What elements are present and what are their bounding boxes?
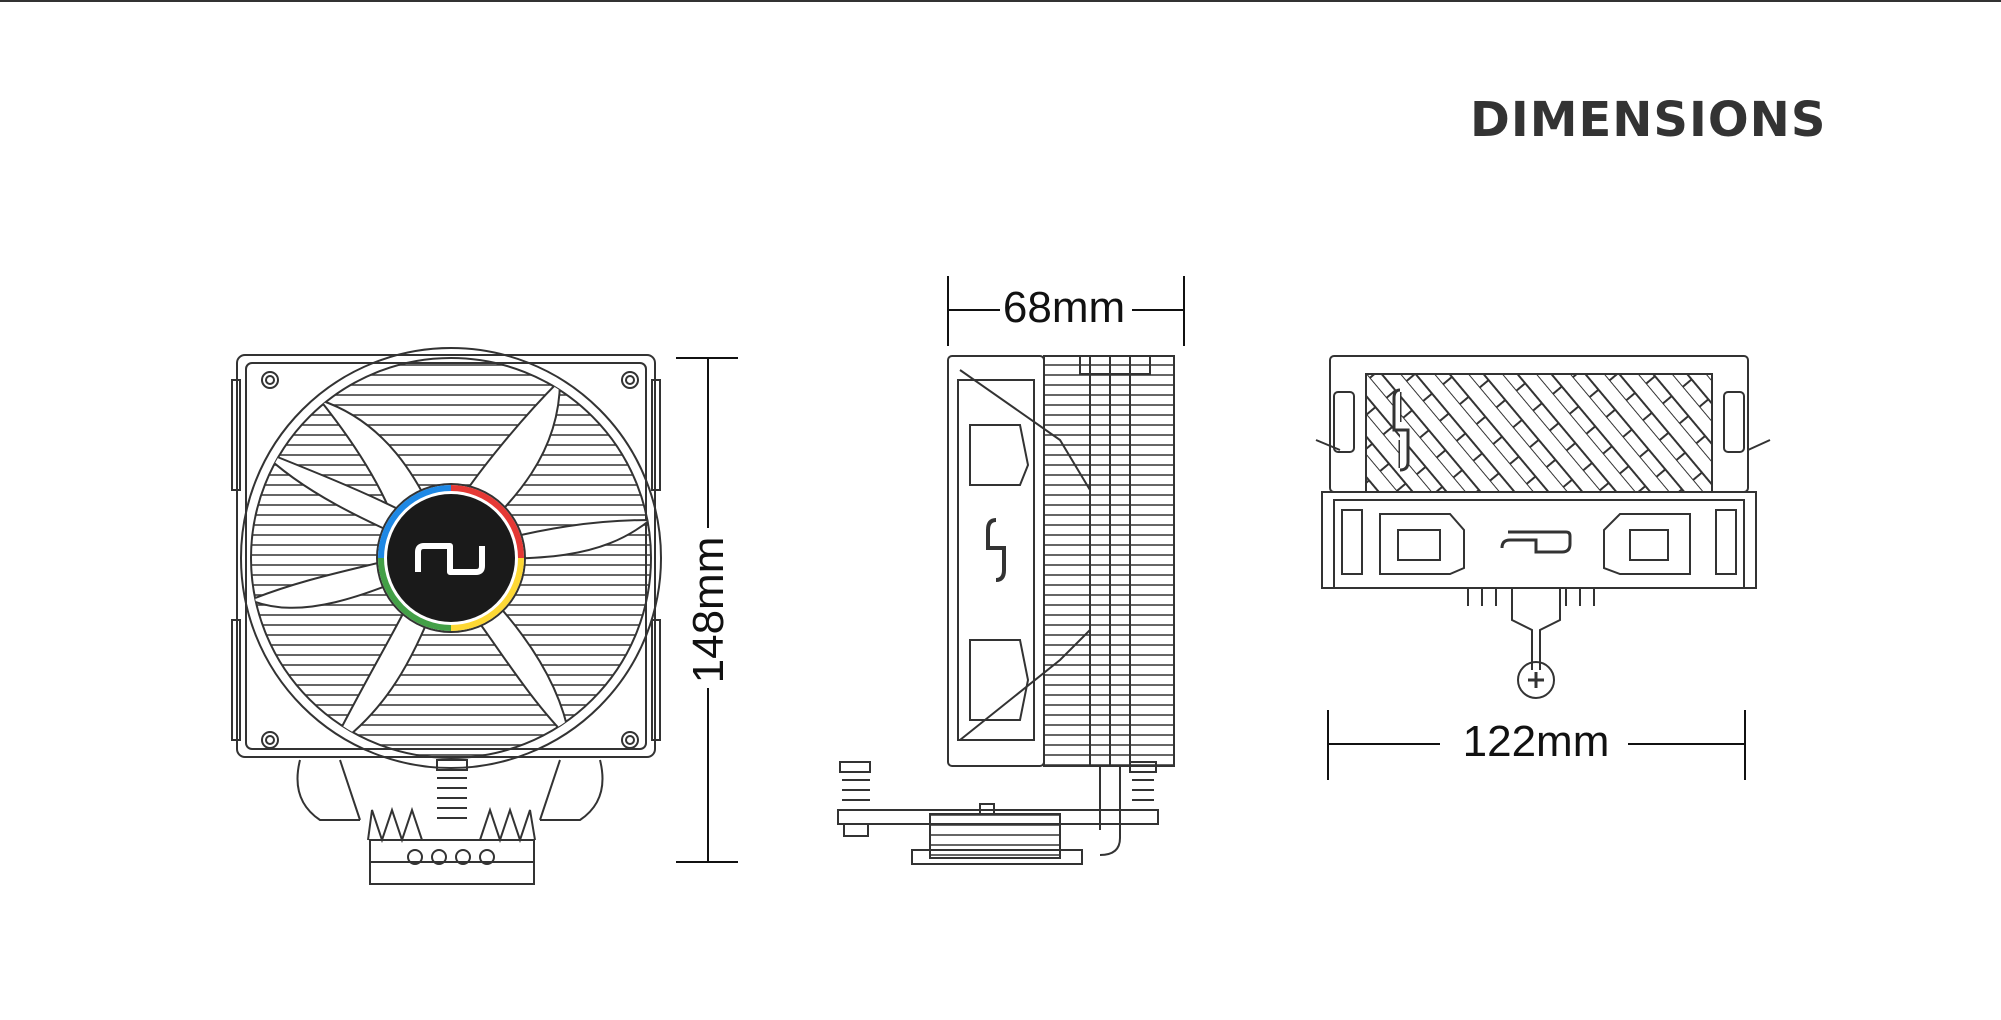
front-view	[231, 347, 662, 885]
height-dimension	[676, 357, 738, 863]
page-title: DIMENSIONS	[1470, 92, 1827, 148]
depth-dimension	[947, 276, 1185, 346]
height-dimension-label: 148mm	[684, 537, 733, 684]
top-rule	[0, 0, 2001, 2]
top-view	[1315, 355, 1771, 699]
side-view	[837, 355, 1175, 865]
depth-dimension-label: 68mm	[1003, 283, 1125, 332]
width-dimension-label: 122mm	[1463, 717, 1610, 766]
width-dimension	[1327, 710, 1746, 780]
